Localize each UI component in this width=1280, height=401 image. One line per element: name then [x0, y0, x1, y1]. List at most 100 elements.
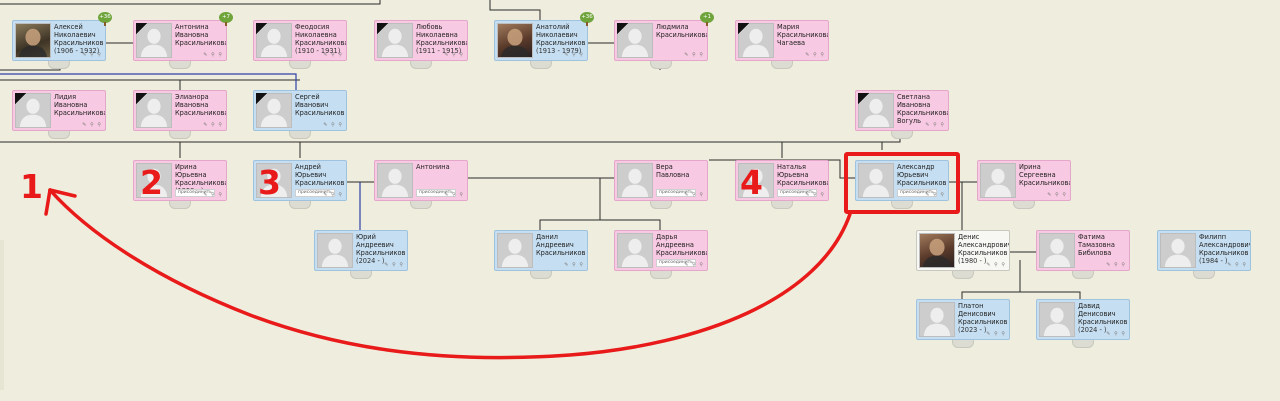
card-tools-icons[interactable]: ✎ ⚲ ⚲ [684, 262, 704, 268]
person-card-p12[interactable]: Ирина Юрьевна Красильникова(1958 - )прис… [133, 160, 227, 201]
person-card-p9[interactable]: Элианора Ивановна Красильникова✎ ⚲ ⚲ [133, 90, 227, 131]
expand-tab[interactable] [771, 61, 793, 69]
card-tools-icons[interactable]: ✎ ⚲ ⚲ [564, 52, 584, 58]
card-tools-icons[interactable]: ✎ ⚲ ⚲ [203, 52, 223, 58]
card-tools-icons[interactable]: ✎ ⚲ ⚲ [986, 262, 1006, 268]
card-tools-icons[interactable]: ✎ ⚲ ⚲ [1047, 192, 1067, 198]
relatives-count-badge[interactable]: +36 [580, 12, 594, 26]
card-tools-icons[interactable]: ✎ ⚲ ⚲ [82, 122, 102, 128]
silhouette-icon[interactable] [256, 93, 292, 128]
silhouette-icon[interactable] [617, 163, 653, 198]
card-tools-icons[interactable]: ✎ ⚲ ⚲ [323, 52, 343, 58]
silhouette-icon[interactable] [1160, 233, 1196, 268]
silhouette-icon[interactable] [919, 302, 955, 337]
expand-tab[interactable] [952, 271, 974, 279]
expand-tab[interactable] [1072, 271, 1094, 279]
silhouette-icon[interactable] [858, 93, 894, 128]
relatives-count-badge[interactable]: +36 [98, 12, 112, 26]
person-photo[interactable] [15, 23, 51, 58]
expand-tab[interactable] [650, 201, 672, 209]
silhouette-icon[interactable] [377, 23, 413, 58]
person-card-p24[interactable]: Филипп Александрович Красильников(1984 -… [1157, 230, 1251, 271]
expand-tab[interactable] [169, 61, 191, 69]
person-card-p23[interactable]: Фатима Тамазовна Бибилова✎ ⚲ ⚲ [1036, 230, 1130, 271]
silhouette-icon[interactable] [317, 233, 353, 268]
attach-button[interactable]: присоединить [295, 189, 335, 197]
card-tools-icons[interactable]: ✎ ⚲ ⚲ [323, 122, 343, 128]
expand-tab[interactable] [771, 201, 793, 209]
person-card-p16[interactable]: Наталья Юрьевна Красильникова,присоедини… [735, 160, 829, 201]
relatives-count-badge[interactable]: +7 [219, 12, 233, 26]
card-tools-icons[interactable]: ✎ ⚲ ⚲ [203, 122, 223, 128]
expand-tab[interactable] [1193, 271, 1215, 279]
person-photo[interactable] [919, 233, 955, 268]
card-tools-icons[interactable]: ✎ ⚲ ⚲ [986, 331, 1006, 337]
expand-tab[interactable] [891, 131, 913, 139]
expand-tab[interactable] [1013, 201, 1035, 209]
person-photo[interactable] [497, 23, 533, 58]
person-card-p7[interactable]: Мария Красильникова, Чагаева✎ ⚲ ⚲ [735, 20, 829, 61]
expand-tab[interactable] [289, 131, 311, 139]
expand-tab[interactable] [169, 131, 191, 139]
silhouette-icon[interactable] [256, 163, 292, 198]
silhouette-icon[interactable] [136, 163, 172, 198]
person-card-p25[interactable]: Платон Денисович Красильников(2023 - )✎ … [916, 299, 1010, 340]
silhouette-icon[interactable] [256, 23, 292, 58]
expand-tab[interactable] [289, 61, 311, 69]
expand-tab[interactable] [952, 340, 974, 348]
person-card-p8[interactable]: Лидия Ивановна Красильникова✎ ⚲ ⚲ [12, 90, 106, 131]
person-card-p1[interactable]: Алексей Николаевич Красильников(1906 - 1… [12, 20, 106, 61]
expand-tab[interactable] [530, 61, 552, 69]
attach-button[interactable]: присоединить [777, 189, 817, 197]
attach-button[interactable]: присоединить [656, 259, 696, 267]
expand-tab[interactable] [650, 61, 672, 69]
attach-button[interactable]: присоединить [416, 189, 456, 197]
person-card-p11[interactable]: Светлана Ивановна Красильникова, Вогуль✎… [855, 90, 949, 131]
person-card-p22[interactable]: Денис Александрович Красильников(1980 - … [916, 230, 1010, 271]
card-tools-icons[interactable]: ✎ ⚲ ⚲ [384, 262, 404, 268]
silhouette-icon[interactable] [980, 163, 1016, 198]
person-card-p10[interactable]: Сергей Иванович Красильников✎ ⚲ ⚲ [253, 90, 347, 131]
expand-tab[interactable] [891, 201, 913, 209]
expand-tab[interactable] [650, 271, 672, 279]
expand-tab[interactable] [410, 61, 432, 69]
card-tools-icons[interactable]: ✎ ⚲ ⚲ [805, 192, 825, 198]
person-card-p20[interactable]: Данил Андреевич Красильников✎ ⚲ ⚲ [494, 230, 588, 271]
silhouette-icon[interactable] [738, 163, 774, 198]
silhouette-icon[interactable] [617, 233, 653, 268]
card-tools-icons[interactable]: ✎ ⚲ ⚲ [564, 262, 584, 268]
person-card-p18[interactable]: Ирина Сергеевна Красильникова✎ ⚲ ⚲ [977, 160, 1071, 201]
card-tools-icons[interactable]: ✎ ⚲ ⚲ [925, 192, 945, 198]
card-tools-icons[interactable]: ✎ ⚲ ⚲ [1106, 262, 1126, 268]
expand-tab[interactable] [48, 61, 70, 69]
silhouette-icon[interactable] [858, 163, 894, 198]
card-tools-icons[interactable]: ✎ ⚲ ⚲ [82, 52, 102, 58]
card-tools-icons[interactable]: ✎ ⚲ ⚲ [444, 192, 464, 198]
card-tools-icons[interactable]: ✎ ⚲ ⚲ [203, 192, 223, 198]
expand-tab[interactable] [289, 201, 311, 209]
card-tools-icons[interactable]: ✎ ⚲ ⚲ [925, 122, 945, 128]
attach-button[interactable]: присоединить [656, 189, 696, 197]
card-tools-icons[interactable]: ✎ ⚲ ⚲ [444, 52, 464, 58]
silhouette-icon[interactable] [497, 233, 533, 268]
card-tools-icons[interactable]: ✎ ⚲ ⚲ [684, 52, 704, 58]
expand-tab[interactable] [169, 201, 191, 209]
card-tools-icons[interactable]: ✎ ⚲ ⚲ [323, 192, 343, 198]
silhouette-icon[interactable] [1039, 233, 1075, 268]
attach-button[interactable]: присоединить [175, 189, 215, 197]
person-card-p2[interactable]: Антонина Ивановна Красильникова✎ ⚲ ⚲ [133, 20, 227, 61]
card-tools-icons[interactable]: ✎ ⚲ ⚲ [1227, 262, 1247, 268]
relatives-count-badge[interactable]: +1 [700, 12, 714, 26]
person-card-p19[interactable]: Юрий Андреевич Красильников(2024 - )✎ ⚲ … [314, 230, 408, 271]
silhouette-icon[interactable] [377, 163, 413, 198]
attach-button[interactable]: присоединить [897, 189, 937, 197]
silhouette-icon[interactable] [1039, 302, 1075, 337]
expand-tab[interactable] [530, 271, 552, 279]
expand-tab[interactable] [48, 131, 70, 139]
